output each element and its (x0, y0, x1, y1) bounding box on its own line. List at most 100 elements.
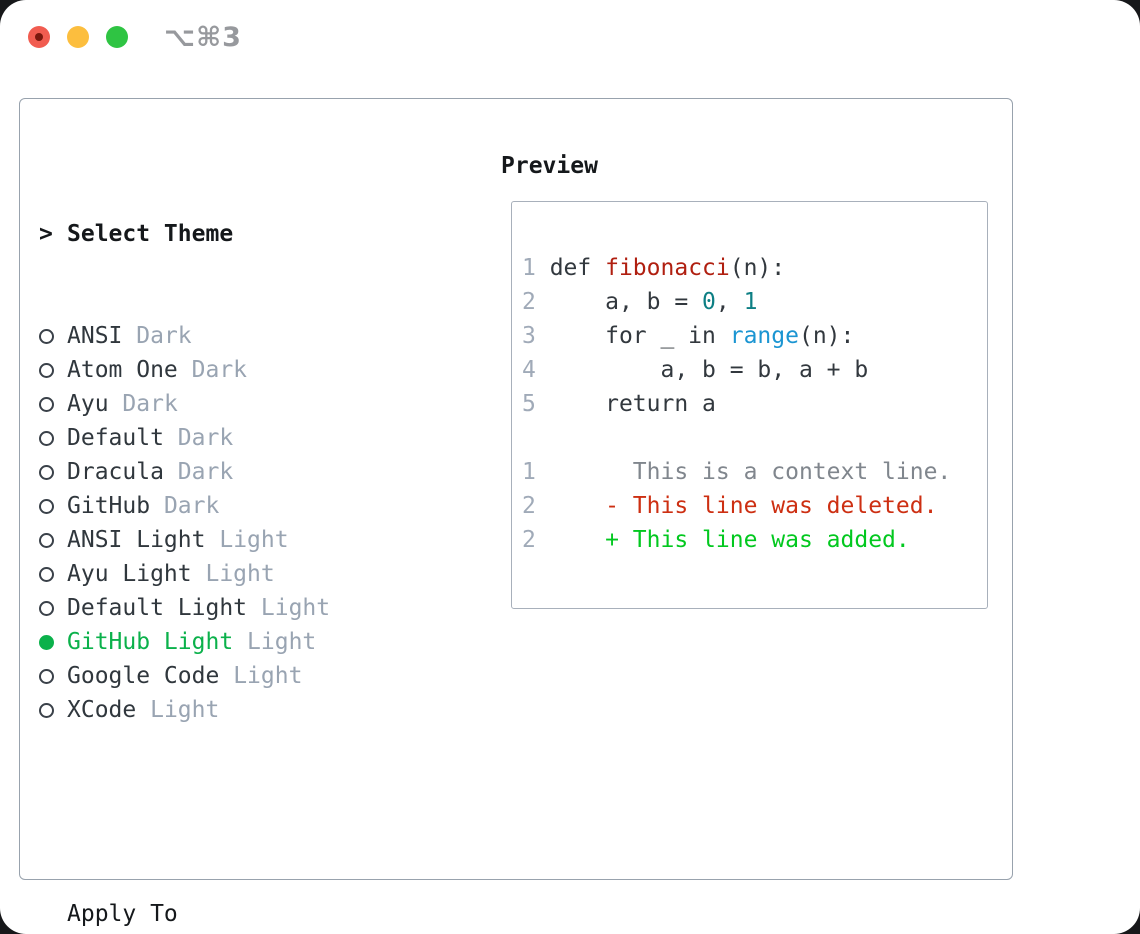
theme-option[interactable]: ANSI Light Light (39, 523, 427, 557)
radio-unselected-icon (39, 329, 54, 344)
code-segment: (n): (798, 323, 855, 349)
option-tag: Light (247, 629, 317, 655)
preview-line: 2 - This line was deleted. (522, 489, 987, 523)
radio-marker (39, 557, 67, 591)
line-number: 2 (522, 527, 536, 553)
code-segment: def (535, 255, 606, 281)
option-tag: Dark (163, 493, 220, 519)
theme-option[interactable]: Default Dark (39, 421, 427, 455)
zoom-button-icon[interactable] (106, 26, 128, 48)
radio-unselected-icon (39, 533, 54, 548)
preview-line: 2 + This line was added. (522, 523, 987, 557)
code-segment: - This line was deleted. (535, 493, 938, 519)
option-tag: Dark (122, 391, 178, 417)
option-tag: Dark (177, 459, 234, 485)
line-number: 3 (522, 323, 536, 349)
option-tag: Dark (177, 425, 234, 451)
radio-unselected-icon (39, 669, 54, 684)
radio-marker (39, 591, 67, 625)
option-tag: Dark (136, 323, 192, 349)
code-segment: + This line was added. (535, 527, 910, 553)
radio-unselected-icon (39, 703, 54, 718)
radio-marker (39, 489, 67, 523)
radio-marker (39, 353, 67, 387)
option-label: Google Code (67, 663, 220, 689)
radio-marker (39, 693, 67, 727)
radio-unselected-icon (39, 363, 54, 378)
preview-line: 5 return a (522, 387, 987, 421)
radio-unselected-icon (39, 567, 54, 582)
code-segment: range (729, 323, 799, 349)
option-tag: Light (205, 561, 275, 587)
theme-option[interactable]: GitHub Light Light (39, 625, 427, 659)
code-segment: 1 (743, 289, 758, 315)
preview-line: 2 a, b = 0, 1 (522, 285, 987, 319)
preview-line: 4 a, b = b, a + b (522, 353, 987, 387)
theme-option[interactable]: ANSI Dark (39, 319, 427, 353)
radio-unselected-icon (39, 601, 54, 616)
theme-option[interactable]: Default Light Light (39, 591, 427, 625)
radio-unselected-icon (39, 499, 54, 514)
radio-marker (39, 659, 67, 693)
spacer (39, 795, 427, 829)
title-bar: ⌥⌘3 (0, 0, 1140, 74)
close-button-icon[interactable] (28, 26, 50, 48)
theme-picker-header: > Select Theme (39, 217, 427, 251)
theme-option[interactable]: Atom One Dark (39, 353, 427, 387)
theme-option[interactable]: XCode Light (39, 693, 427, 727)
theme-picker-header-label: Select Theme (67, 221, 234, 247)
line-number: 4 (522, 357, 536, 383)
code-segment: This is a context line. (535, 459, 952, 485)
apply-to-header: Apply To (67, 901, 178, 927)
radio-marker (39, 319, 67, 353)
preview-line: 1 This is a context line. (522, 455, 987, 489)
radio-marker (39, 523, 67, 557)
preview-pane: Preview 1 def fibonacci(n):2 a, b = 0, 1… (501, 149, 988, 609)
code-segment: a, b = b, a + b (535, 357, 869, 383)
prompt-icon: > (39, 221, 53, 247)
radio-marker (39, 421, 67, 455)
option-label: Dracula (67, 459, 164, 485)
option-label: Default (67, 425, 164, 451)
option-tag: Light (260, 595, 331, 621)
option-label: Ayu (67, 391, 109, 417)
line-number: 5 (522, 391, 536, 417)
theme-option[interactable]: Ayu Light Light (39, 557, 427, 591)
preview-header: Preview (501, 153, 598, 179)
option-tag: Light (150, 697, 220, 723)
preview-line: 3 for _ in range(n): (522, 319, 987, 353)
theme-option[interactable]: Google Code Light (39, 659, 427, 693)
option-label: Ayu Light (67, 561, 192, 587)
radio-selected-icon (39, 635, 54, 650)
radio-unselected-icon (39, 431, 54, 446)
radio-marker (39, 387, 67, 421)
theme-option[interactable]: Ayu Dark (39, 387, 427, 421)
code-segment: (n): (729, 255, 786, 281)
theme-option[interactable]: GitHub Dark (39, 489, 427, 523)
line-number: 1 (522, 255, 536, 281)
preview-line (522, 421, 987, 455)
radio-unselected-icon (39, 465, 54, 480)
minimize-button-icon[interactable] (67, 26, 89, 48)
option-label: ANSI (67, 323, 123, 349)
code-segment: 0 (702, 289, 716, 315)
option-label: Atom One (67, 357, 178, 383)
line-number: 2 (522, 493, 536, 519)
option-tag: Light (219, 527, 289, 553)
theme-option[interactable]: Dracula Dark (39, 455, 427, 489)
radio-marker (39, 455, 67, 489)
code-segment: fibonacci (605, 255, 730, 281)
option-tag: Dark (191, 357, 248, 383)
option-label: GitHub Light (67, 629, 234, 655)
code-segment: , (715, 289, 744, 315)
radio-unselected-icon (39, 397, 54, 412)
window-title: ⌥⌘3 (164, 22, 242, 53)
radio-marker (39, 625, 67, 659)
option-label: XCode (67, 697, 137, 723)
code-segment: a, b = (535, 289, 703, 315)
